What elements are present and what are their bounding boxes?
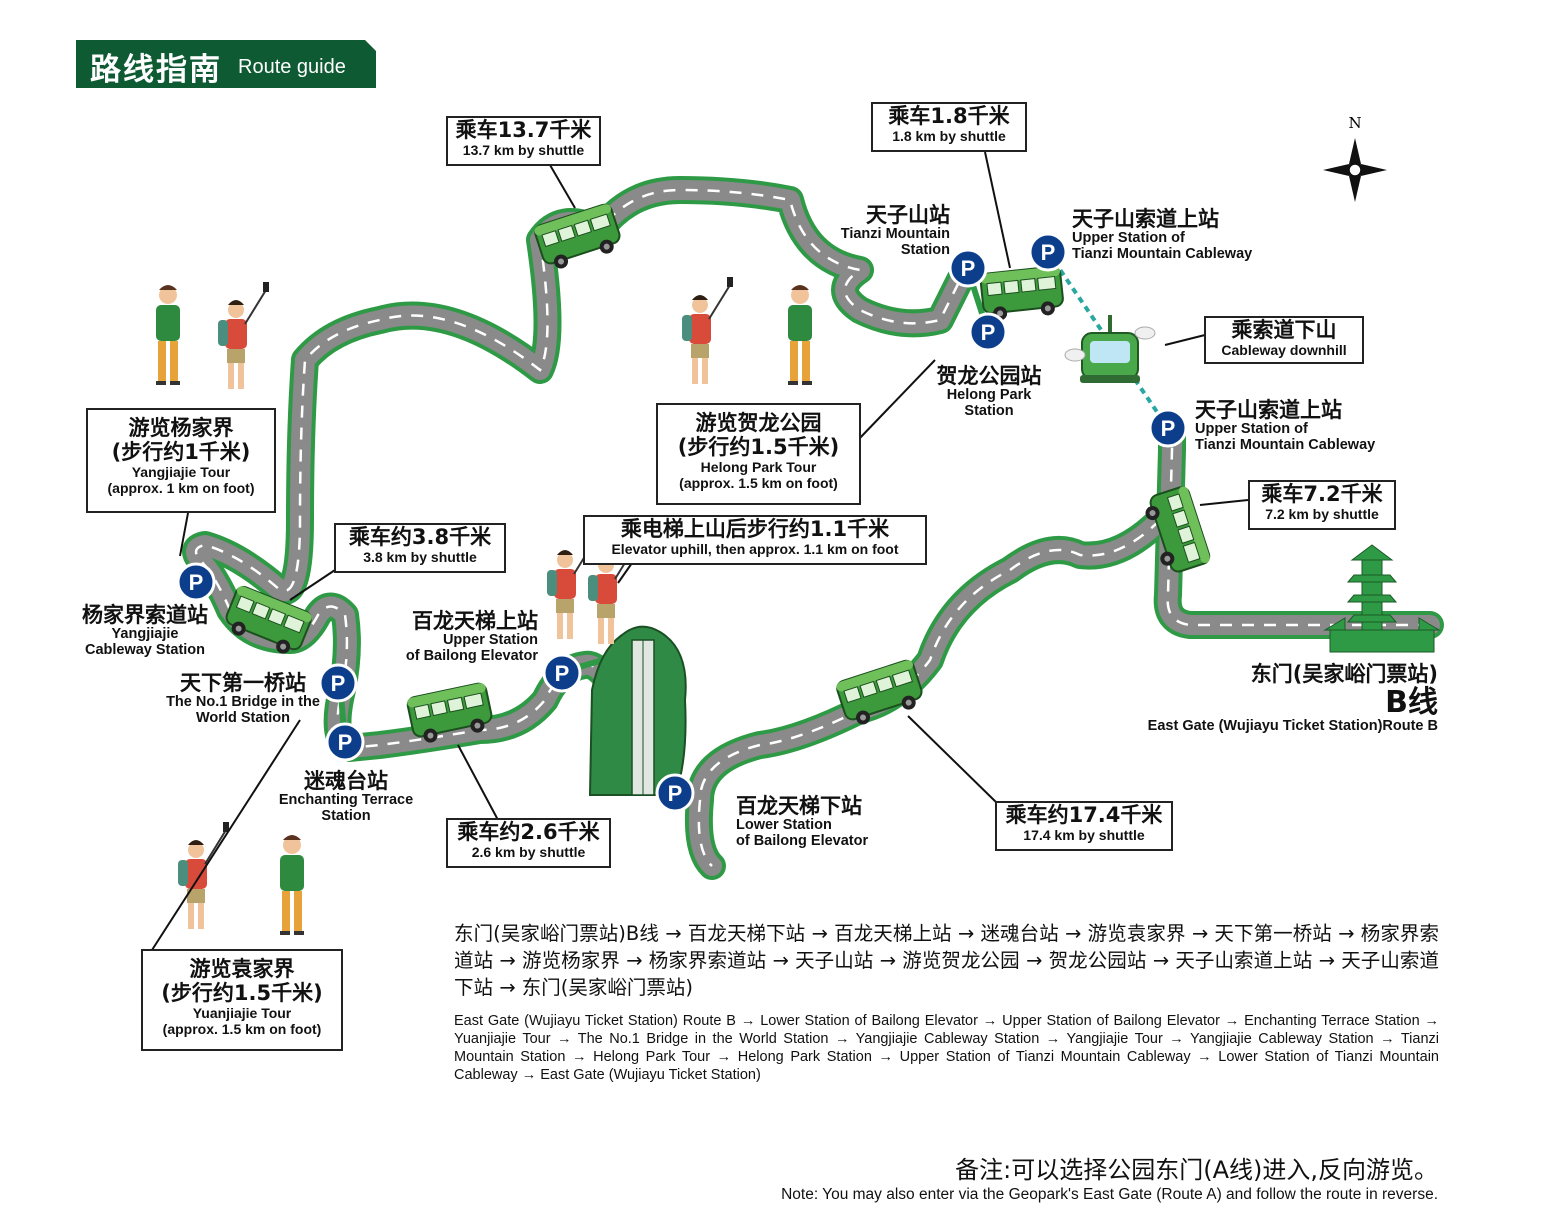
station-cableway-upper-1: 天子山索道上站 Upper Station of Tianzi Mountain… xyxy=(1072,207,1253,263)
parking-icon: P xyxy=(948,248,988,288)
note-zh: 备注:可以选择公园东门(A线)进入,反向游览。 xyxy=(955,1156,1438,1184)
station-tianzi-mountain: 天子山站 Tianzi Mountain Station xyxy=(840,203,950,259)
station-cableway-upper-2: 天子山索道上站 Upper Station of Tianzi Mountain… xyxy=(1195,398,1376,454)
header-title-zh: 路线指南 xyxy=(90,52,222,88)
svg-text:P: P xyxy=(331,671,346,696)
svg-text:P: P xyxy=(981,320,996,345)
tour-helong-park: 游览贺龙公园 (步行约1.5千米) Helong Park Tour (appr… xyxy=(656,403,861,505)
parking-icon: P xyxy=(1028,232,1068,272)
svg-text:P: P xyxy=(668,781,683,806)
tourist-icon xyxy=(156,285,180,385)
station-bailong-lower: 百龙天梯下站 Lower Station of Bailong Elevator xyxy=(736,794,869,850)
parking-icon: P xyxy=(542,653,582,693)
svg-text:P: P xyxy=(1161,416,1176,441)
compass-icon: N xyxy=(1323,114,1387,202)
parking-icon: P xyxy=(325,722,365,762)
station-helong-park: 贺龙公园站 Helong Park Station xyxy=(936,364,1042,420)
station-east-gate: 东门(吴家峪门票站) B线 East Gate (Wujiayu Ticket … xyxy=(1147,662,1438,735)
tour-yangjiajie: 游览杨家界 (步行约1千米) Yangjiajie Tour (approx. … xyxy=(86,408,276,513)
parking-markers: P P P P P P P P P xyxy=(176,232,1188,813)
station-no1-bridge: 天下第一桥站 The No.1 Bridge in the World Stat… xyxy=(166,671,320,727)
shuttle-note-7-2km: 乘车7.2千米 7.2 km by shuttle xyxy=(1248,480,1396,530)
svg-text:P: P xyxy=(961,256,976,281)
svg-text:P: P xyxy=(1041,240,1056,265)
shuttle-bus-icon xyxy=(532,201,626,275)
shuttle-bus-icon xyxy=(834,657,928,731)
shuttle-note-17-4km: 乘车约17.4千米 17.4 km by shuttle xyxy=(995,801,1173,851)
parking-icon: P xyxy=(1148,408,1188,448)
tourist-icon xyxy=(217,281,270,390)
elevator-cliff-icon xyxy=(588,625,687,796)
elevator-note: 乘电梯上山后步行约1.1千米 Elevator uphill, then app… xyxy=(583,515,927,565)
shuttle-note-3-8km: 乘车约3.8千米 3.8 km by shuttle xyxy=(334,523,506,573)
station-bailong-upper: 百龙天梯上站 Upper Station of Bailong Elevator xyxy=(405,609,538,665)
parking-icon: P xyxy=(176,562,216,602)
cableway-line xyxy=(1046,250,1170,430)
route-guide-header: 路线指南 Route guide xyxy=(76,40,376,88)
tourist-icon xyxy=(681,276,734,385)
route-sequence-zh: 东门(吴家峪门票站)B线 → 百龙天梯下站 → 百龙天梯上站 → 迷魂台站 → … xyxy=(454,922,1439,999)
header-title-en: Route guide xyxy=(238,56,346,78)
shuttle-note-2-6km: 乘车约2.6千米 2.6 km by shuttle xyxy=(446,818,611,868)
route-sequence-en: East Gate (Wujiayu Ticket Station) Route… xyxy=(454,1013,1439,1083)
parking-icon: P xyxy=(318,663,358,703)
shuttle-note-13-7km: 乘车13.7千米 13.7 km by shuttle xyxy=(446,116,601,166)
pagoda-icon xyxy=(1323,544,1441,653)
compass-north: N xyxy=(1348,114,1361,132)
tourist-icon xyxy=(280,835,304,935)
svg-text:P: P xyxy=(555,661,570,686)
shuttle-note-1-8km: 乘车1.8千米 1.8 km by shuttle xyxy=(871,102,1027,152)
callout-lines xyxy=(151,151,1249,951)
cableway-downhill-note: 乘索道下山 Cableway downhill xyxy=(1204,316,1364,364)
parking-icon: P xyxy=(968,312,1008,352)
tourist-icon xyxy=(177,821,230,930)
cable-car-icon xyxy=(1064,315,1156,383)
tourist-icon xyxy=(788,285,812,385)
parking-icon: P xyxy=(655,773,695,813)
svg-text:P: P xyxy=(338,730,353,755)
station-yangjiajie-cableway: 杨家界索道站 Yangjiajie Cableway Station xyxy=(82,603,208,659)
svg-text:P: P xyxy=(189,570,204,595)
tour-yuanjiajie: 游览袁家界 (步行约1.5千米) Yuanjiajie Tour (approx… xyxy=(141,949,343,1051)
station-enchanting-terrace: 迷魂台站 Enchanting Terrace Station xyxy=(278,769,414,825)
note-en: Note: You may also enter via the Geopark… xyxy=(781,1186,1438,1203)
